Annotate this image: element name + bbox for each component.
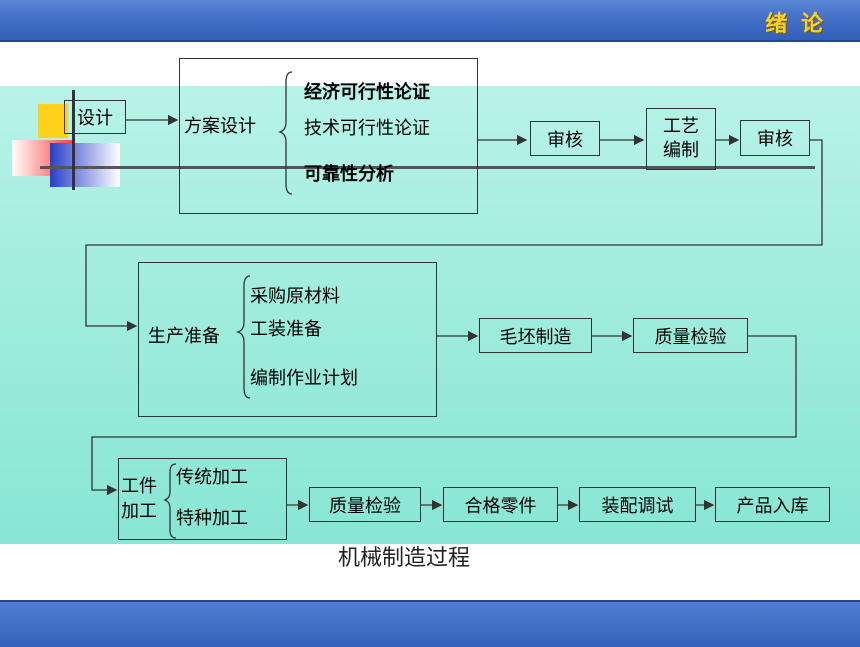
quality-inspection-box-1: 质量检验 (633, 318, 748, 353)
title-bar: 绪 论 (0, 0, 860, 42)
raw-material-label: 采购原材料 (250, 286, 340, 307)
plan-design-group (179, 58, 478, 214)
production-prep-group (138, 262, 437, 417)
slide-title: 绪 论 (765, 12, 826, 37)
blue-square-decoration (50, 143, 120, 187)
tooling-prep-label: 工装准备 (250, 319, 322, 340)
qualified-parts-box: 合格零件 (443, 487, 558, 522)
special-machining-label: 特种加工 (176, 508, 248, 529)
white-band (0, 42, 860, 86)
review-box-2: 审核 (740, 120, 810, 156)
review-box-1: 审核 (530, 121, 600, 156)
review-label-1: 审核 (547, 129, 583, 151)
process-planning-line1: 工艺 (663, 116, 699, 137)
process-planning-box: 工艺 编制 (646, 108, 716, 170)
reliability-analysis-label: 可靠性分析 (304, 164, 394, 185)
yellow-square-decoration (38, 104, 68, 138)
assembly-debug-label: 装配调试 (601, 495, 674, 517)
workpiece-line2: 加工 (121, 501, 157, 522)
review-label-2: 审核 (757, 129, 793, 150)
work-plan-label: 编制作业计划 (250, 368, 358, 389)
product-storage-box: 产品入库 (715, 487, 830, 522)
quality-inspection-box-2: 质量检验 (309, 487, 421, 522)
quality-inspection-label-1: 质量检验 (654, 326, 727, 348)
workpiece-line1: 工件 (121, 476, 157, 497)
economic-feasibility-label: 经济可行性论证 (304, 82, 430, 103)
blank-making-label: 毛坯制造 (499, 326, 572, 348)
qualified-parts-label: 合格零件 (464, 495, 537, 517)
technical-feasibility-label: 技术可行性论证 (304, 118, 430, 139)
assembly-debug-box: 装配调试 (579, 487, 696, 522)
production-prep-label: 生产准备 (148, 326, 220, 347)
workpiece-processing-group (118, 458, 287, 540)
diagram-caption: 机械制造过程 (338, 546, 471, 571)
product-storage-label: 产品入库 (736, 495, 809, 517)
blank-making-box: 毛坯制造 (479, 318, 592, 353)
traditional-machining-label: 传统加工 (176, 467, 248, 488)
bottom-bar (0, 600, 860, 647)
vertical-rule-decoration (72, 90, 75, 190)
quality-inspection-label-2: 质量检验 (329, 495, 401, 517)
plan-design-label: 方案设计 (184, 116, 256, 137)
process-planning-line2: 编制 (663, 140, 699, 161)
design-box: 设计 (64, 100, 126, 134)
horizontal-rule-decoration (40, 166, 815, 169)
design-label: 设计 (77, 108, 113, 129)
diagram-background (0, 86, 860, 544)
